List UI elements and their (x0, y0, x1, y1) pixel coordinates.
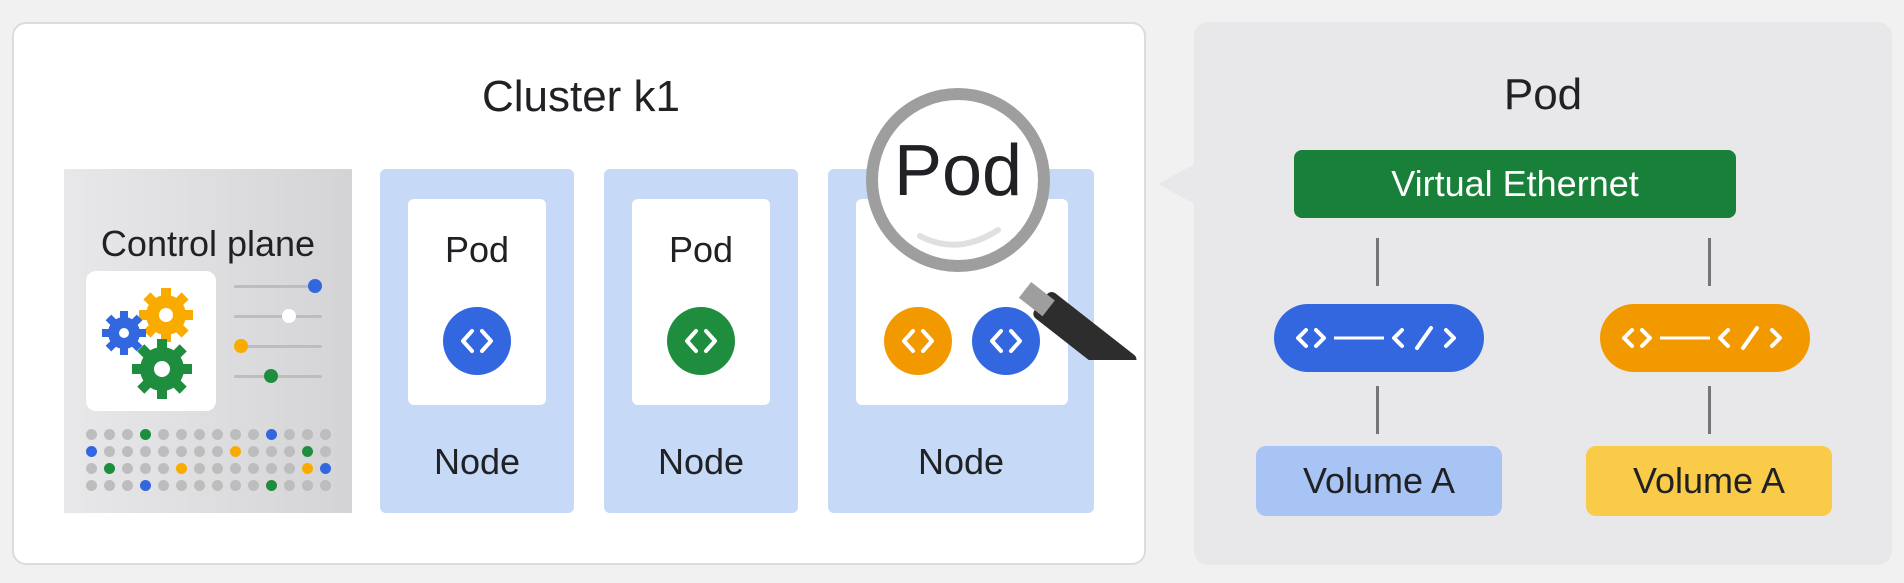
grid-dot (104, 446, 115, 457)
grid-dot (212, 480, 223, 491)
slider-icon (234, 339, 322, 353)
grid-dot (104, 480, 115, 491)
grid-dot (194, 480, 205, 491)
grid-dot (212, 446, 223, 457)
grid-dot (266, 446, 277, 457)
grid-dot (230, 446, 241, 457)
grid-dot (86, 463, 97, 474)
grid-dot (176, 429, 187, 440)
grid-dot (320, 429, 331, 440)
slider-icon (234, 279, 322, 293)
grid-dot (212, 463, 223, 474)
grid-dot (284, 480, 295, 491)
grid-dot (266, 429, 277, 440)
grid-dot (158, 480, 169, 491)
grid-dot (284, 463, 295, 474)
pod-box: Pod (632, 199, 770, 405)
gears-icon (102, 288, 193, 399)
grid-dot (302, 480, 313, 491)
pod-detail-title: Pod (1503, 70, 1583, 119)
grid-dot (230, 480, 241, 491)
grid-dot (86, 429, 97, 440)
code-icon (1296, 326, 1456, 350)
grid-dot (302, 446, 313, 457)
grid-dot (302, 429, 313, 440)
grid-dot (248, 446, 259, 457)
connector-line (1708, 386, 1711, 434)
grid-dot (86, 480, 97, 491)
grid-dot (302, 463, 313, 474)
gear-icon (132, 339, 192, 399)
grid-dot (320, 446, 331, 457)
pod-label: Pod (668, 229, 734, 270)
code-icon (667, 307, 735, 375)
container-pill (1274, 304, 1484, 372)
code-icon (1622, 326, 1782, 350)
node-label: Node (433, 441, 521, 482)
slider-icon (234, 309, 322, 323)
connector-line (1376, 386, 1379, 434)
control-plane: Control plane (64, 169, 352, 513)
gear-icon (139, 288, 193, 342)
grid-dot (122, 463, 133, 474)
cluster-title: Cluster k1 (481, 72, 681, 121)
pod-label: Pod (444, 229, 510, 270)
code-icon (443, 307, 511, 375)
grid-dot (140, 446, 151, 457)
grid-dot (284, 446, 295, 457)
gear-card (86, 271, 216, 411)
node-label: Node (657, 441, 745, 482)
grid-dot (266, 463, 277, 474)
grid-dot (140, 463, 151, 474)
grid-dot (320, 480, 331, 491)
pod-box: Pod (408, 199, 546, 405)
grid-dot (122, 446, 133, 457)
grid-dot (266, 480, 277, 491)
grid-dot (194, 446, 205, 457)
pod-detail-panel: Pod Virtual Ethernet Volume A Volume A (1194, 22, 1892, 565)
grid-dot (194, 429, 205, 440)
callout-pointer (1158, 162, 1198, 206)
grid-dot (158, 446, 169, 457)
grid-dot (104, 429, 115, 440)
grid-dot (248, 463, 259, 474)
virtual-ethernet: Virtual Ethernet (1294, 150, 1736, 218)
container-pill (1600, 304, 1810, 372)
magnifier-icon: Pod (860, 80, 1180, 382)
control-plane-label: Control plane (100, 223, 316, 264)
node-label: Node (917, 441, 1005, 482)
grid-dot (140, 429, 151, 440)
code-icon (972, 307, 1040, 375)
grid-dot (122, 429, 133, 440)
grid-dot (122, 480, 133, 491)
connector-line (1376, 238, 1379, 286)
gear-icon (102, 311, 146, 355)
node-2: Pod Node (604, 169, 798, 513)
grid-dot (248, 480, 259, 491)
node-1: Pod Node (380, 169, 574, 513)
grid-dot (140, 480, 151, 491)
grid-dot (230, 463, 241, 474)
grid-dot (194, 463, 205, 474)
grid-dot (212, 429, 223, 440)
grid-dot (158, 463, 169, 474)
grid-dot (86, 446, 97, 457)
grid-dot (176, 463, 187, 474)
grid-dot (320, 463, 331, 474)
grid-dot (284, 429, 295, 440)
volume-a-yellow: Volume A (1586, 446, 1832, 516)
dot-grid (86, 429, 336, 499)
grid-dot (248, 429, 259, 440)
grid-dot (158, 429, 169, 440)
magnifier-label: Pod (893, 131, 1023, 211)
grid-dot (176, 446, 187, 457)
grid-dot (104, 463, 115, 474)
connector-line (1708, 238, 1711, 286)
code-icon (884, 307, 952, 375)
slider-icon (234, 369, 322, 383)
grid-dot (230, 429, 241, 440)
volume-a-blue: Volume A (1256, 446, 1502, 516)
grid-dot (176, 480, 187, 491)
